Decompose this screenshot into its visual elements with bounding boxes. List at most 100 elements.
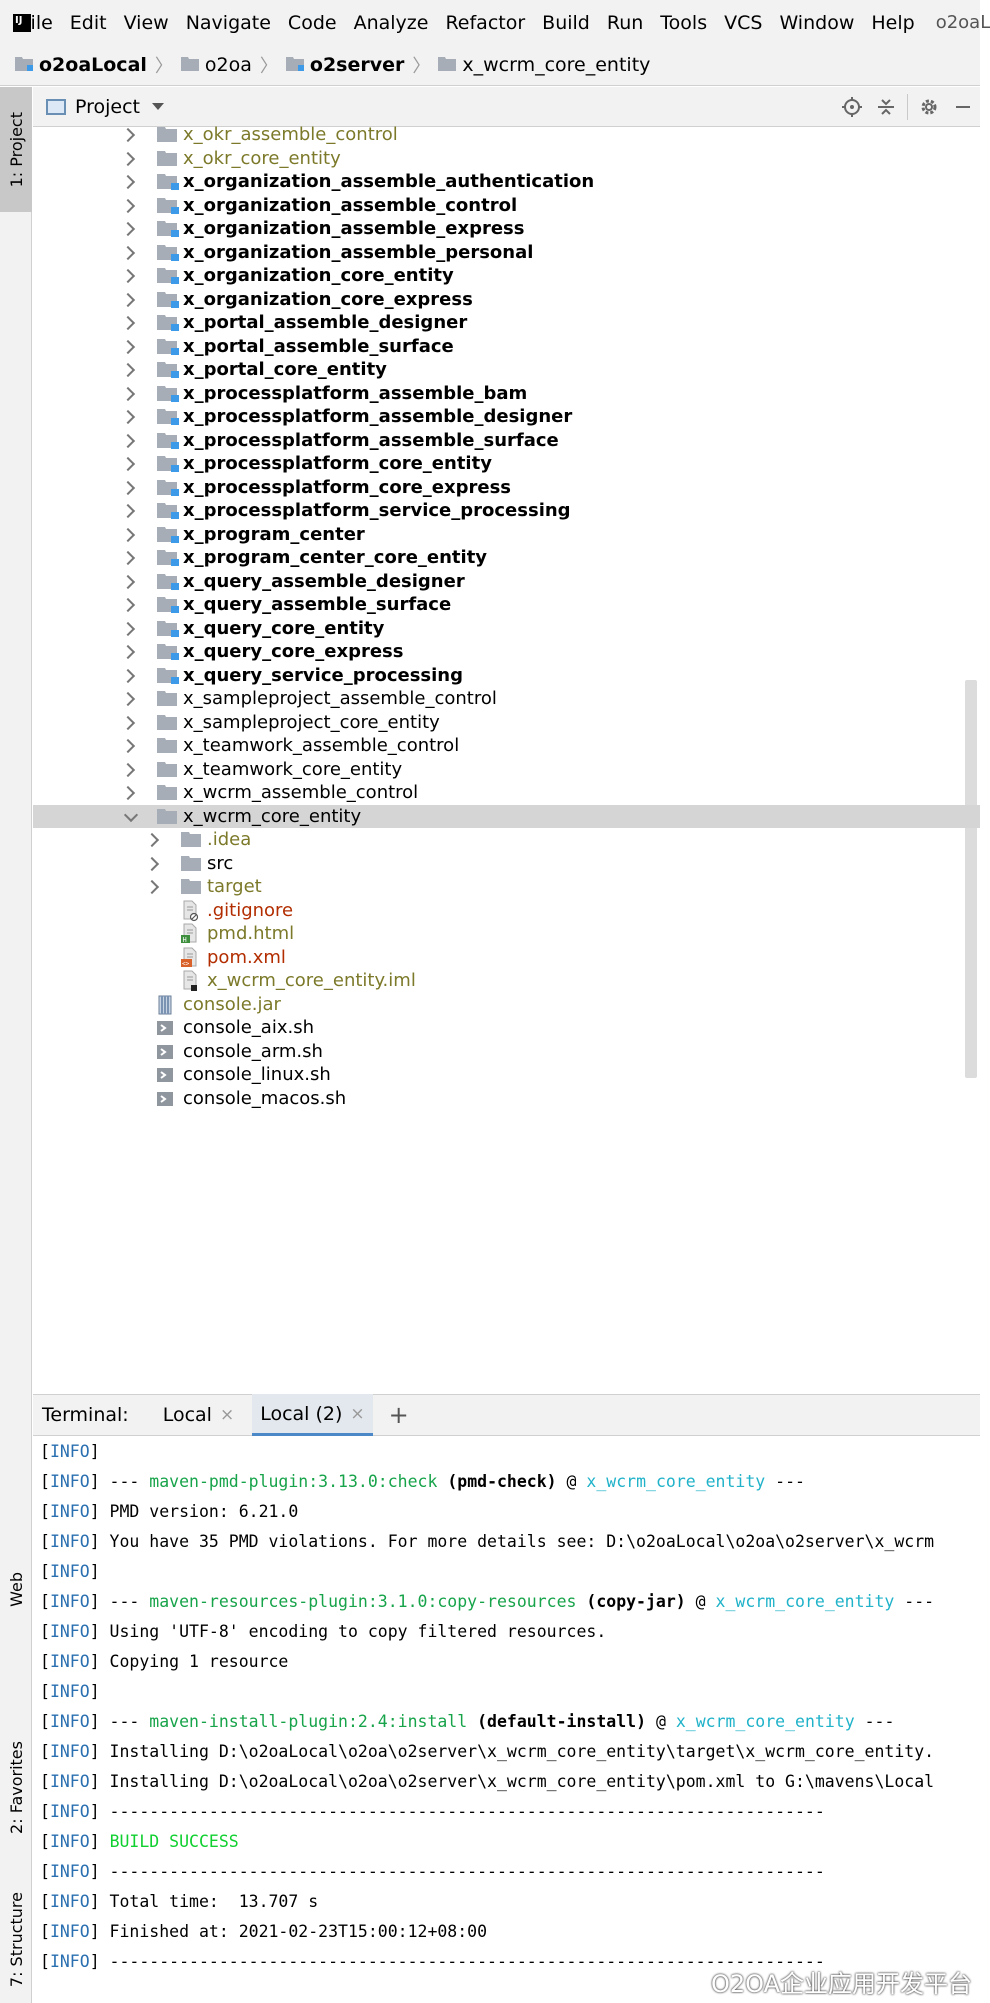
tree-row[interactable]: x_program_center [33, 523, 980, 547]
tree-row[interactable]: x_processplatform_core_express [33, 476, 980, 500]
expand-arrow-right-icon[interactable] [120, 362, 136, 378]
expand-arrow-right-icon[interactable] [120, 527, 136, 542]
terminal-tab[interactable]: Local× [155, 1394, 243, 1436]
gear-icon[interactable] [912, 87, 946, 127]
tree-row[interactable]: x_teamwork_assemble_control [33, 734, 980, 758]
expand-arrow-right-icon[interactable] [120, 621, 136, 636]
expand-arrow-right-icon[interactable] [144, 879, 160, 895]
expand-arrow-right-icon[interactable] [120, 503, 136, 519]
expand-arrow-right-icon[interactable] [120, 221, 136, 237]
tree-row[interactable]: target [33, 875, 980, 899]
tree-row[interactable]: x_portal_assemble_surface [33, 335, 980, 359]
tree-row[interactable]: x_wcrm_core_entity.iml [33, 969, 980, 993]
tree-row[interactable]: x_processplatform_assemble_designer [33, 405, 980, 429]
tree-row[interactable]: <>pom.xml [33, 946, 980, 970]
tree-row[interactable]: x_teamwork_core_entity [33, 758, 980, 782]
expand-arrow-right-icon[interactable] [120, 386, 136, 401]
breadcrumb-item[interactable]: o2oa [180, 54, 252, 76]
menu-item-vcs[interactable]: VCS [724, 11, 763, 34]
tree-row[interactable]: x_wcrm_core_entity [33, 804, 980, 828]
favorites-tool-tab[interactable]: 2: Favorites [0, 1712, 32, 1862]
tree-row[interactable]: console.jar [33, 993, 980, 1017]
tree-row[interactable]: x_query_service_processing [33, 664, 980, 688]
expand-arrow-right-icon[interactable] [120, 715, 136, 730]
locate-icon[interactable] [835, 87, 869, 127]
collapse-all-icon[interactable] [869, 87, 903, 127]
add-terminal-icon[interactable]: + [388, 1401, 409, 1429]
expand-arrow-right-icon[interactable] [120, 174, 136, 190]
close-icon[interactable]: × [219, 1405, 235, 1425]
minimize-icon[interactable] [946, 87, 980, 127]
tree-row[interactable]: src [33, 852, 980, 876]
tree-row[interactable]: x_processplatform_core_entity [33, 452, 980, 476]
menu-item-help[interactable]: Help [871, 11, 915, 34]
expand-arrow-right-icon[interactable] [120, 433, 136, 448]
tree-row[interactable]: console_aix.sh [33, 1016, 980, 1040]
tree-row[interactable]: x_okr_assemble_control [33, 123, 980, 147]
expand-arrow-right-icon[interactable] [120, 268, 136, 284]
structure-tool-tab[interactable]: 7: Structure [0, 1877, 32, 2003]
expand-arrow-right-icon[interactable] [144, 832, 160, 848]
tree-row[interactable]: x_processplatform_service_processing [33, 499, 980, 523]
breadcrumb-item[interactable]: o2server [285, 54, 404, 76]
menu-item-edit[interactable]: Edit [69, 11, 107, 34]
expand-arrow-right-icon[interactable] [120, 738, 136, 754]
tree-scrollbar[interactable] [965, 680, 977, 1078]
expand-arrow-right-icon[interactable] [120, 691, 136, 707]
menu-item-navigate[interactable]: Navigate [185, 11, 271, 34]
tree-row[interactable]: console_arm.sh [33, 1040, 980, 1064]
menu-item-refactor[interactable]: Refactor [445, 11, 526, 34]
menu-item-build[interactable]: Build [542, 11, 590, 34]
expand-arrow-right-icon[interactable] [120, 574, 136, 589]
tree-row[interactable]: x_wcrm_assemble_control [33, 781, 980, 805]
tree-row[interactable]: .idea [33, 828, 980, 852]
menu-item-code[interactable]: Code [287, 11, 337, 34]
expand-arrow-right-icon[interactable] [120, 480, 136, 495]
tree-row[interactable]: x_portal_assemble_designer [33, 311, 980, 335]
tree-row[interactable]: x_organization_assemble_authentication [33, 170, 980, 194]
expand-arrow-right-icon[interactable] [120, 339, 136, 354]
expand-arrow-right-icon[interactable] [120, 292, 136, 307]
tree-row[interactable]: x_sampleproject_assemble_control [33, 687, 980, 711]
expand-arrow-right-icon[interactable] [120, 762, 136, 777]
expand-arrow-right-icon[interactable] [120, 456, 136, 472]
expand-arrow-right-icon[interactable] [120, 597, 136, 613]
expand-arrow-right-icon[interactable] [120, 315, 136, 331]
tree-row[interactable]: x_sampleproject_core_entity [33, 711, 980, 735]
tree-row[interactable]: x_query_core_entity [33, 617, 980, 641]
expand-arrow-right-icon[interactable] [120, 151, 136, 166]
menu-item-analyze[interactable]: Analyze [353, 11, 429, 34]
tree-row[interactable]: .gitignore [33, 899, 980, 923]
tree-row[interactable]: x_organization_assemble_express [33, 217, 980, 241]
tree-row[interactable]: x_query_assemble_designer [33, 570, 980, 594]
expand-arrow-right-icon[interactable] [120, 550, 136, 566]
terminal-output[interactable]: [INFO][INFO] --- maven-pmd-plugin:3.13.0… [33, 1437, 980, 2003]
chevron-down-icon[interactable] [152, 103, 165, 110]
menu-item-window[interactable]: Window [779, 11, 855, 34]
expand-arrow-right-icon[interactable] [120, 127, 136, 143]
expand-arrow-right-icon[interactable] [120, 198, 136, 213]
expand-arrow-right-icon[interactable] [144, 856, 160, 871]
project-panel-title[interactable]: Project [75, 95, 141, 118]
tree-row[interactable]: x_processplatform_assemble_surface [33, 429, 980, 453]
expand-arrow-right-icon[interactable] [120, 668, 136, 683]
menu-item-run[interactable]: Run [606, 11, 644, 34]
tree-row[interactable]: x_organization_assemble_control [33, 194, 980, 218]
menu-item-tools[interactable]: Tools [660, 11, 708, 34]
breadcrumb-item[interactable]: o2oaLocal [15, 54, 147, 76]
tree-row[interactable]: x_portal_core_entity [33, 358, 980, 382]
expand-arrow-right-icon[interactable] [120, 644, 136, 660]
tree-row[interactable]: x_processplatform_assemble_bam [33, 382, 980, 406]
tree-row[interactable]: x_query_assemble_surface [33, 593, 980, 617]
expand-arrow-down-icon[interactable] [123, 807, 139, 822]
tree-row[interactable]: x_organization_core_entity [33, 264, 980, 288]
tree-row[interactable]: console_macos.sh [33, 1087, 980, 1111]
expand-arrow-right-icon[interactable] [120, 245, 136, 260]
expand-arrow-right-icon[interactable] [120, 785, 136, 801]
tree-row[interactable]: x_okr_core_entity [33, 147, 980, 171]
expand-arrow-right-icon[interactable] [120, 409, 136, 425]
project-tool-tab[interactable]: 1: Project [0, 87, 32, 212]
terminal-tab[interactable]: Local (2)× [252, 1394, 373, 1436]
